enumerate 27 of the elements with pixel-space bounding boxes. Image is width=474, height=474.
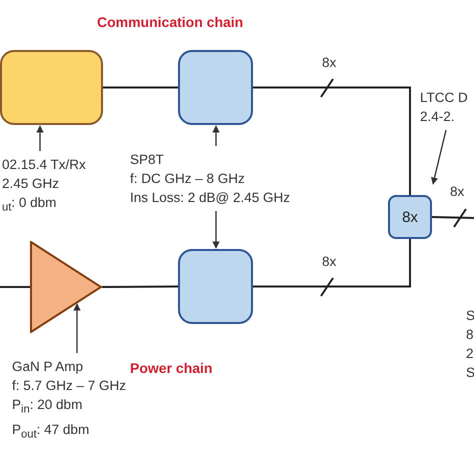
connector-line xyxy=(253,78,411,195)
arrow xyxy=(36,125,44,151)
annotation-text: 2 xyxy=(466,346,474,361)
annotation-text: 8 xyxy=(466,327,474,342)
connector-line xyxy=(253,239,411,297)
process-box: 8x xyxy=(388,195,432,239)
annotation-text: SP8T f: DC GHz – 8 GHz Ins Loss: 2 dB@ 2.45 GHz xyxy=(130,150,290,207)
edge-label: 8x xyxy=(322,55,336,70)
annotation-text: LTCC D 2.4-2. xyxy=(420,88,468,126)
arrow xyxy=(212,125,220,146)
connector-line xyxy=(0,286,30,288)
connector-line xyxy=(103,86,178,88)
annotation-text: GaN P Amp f: 5.7 GHz – 7 GHz P$_{in}$: 20 dbm P$_{out}$: 47 dbm xyxy=(12,357,126,444)
amplifier-triangle xyxy=(30,241,102,333)
edge-label: 8x xyxy=(450,184,464,199)
arrow xyxy=(431,130,447,185)
connector-line xyxy=(432,208,474,228)
edge-label: 8x xyxy=(322,254,336,269)
section-heading: Power chain xyxy=(130,360,212,376)
process-box xyxy=(0,50,103,125)
arrow xyxy=(212,211,220,249)
annotation-text: 02.15.4 Tx/Rx 2.45 GHz $_{ut}$: 0 dbm xyxy=(2,155,86,218)
process-box xyxy=(178,50,253,125)
section-heading: Communication chain xyxy=(97,14,244,30)
process-box xyxy=(178,249,253,324)
connector-line xyxy=(102,286,178,288)
arrow xyxy=(73,303,81,353)
